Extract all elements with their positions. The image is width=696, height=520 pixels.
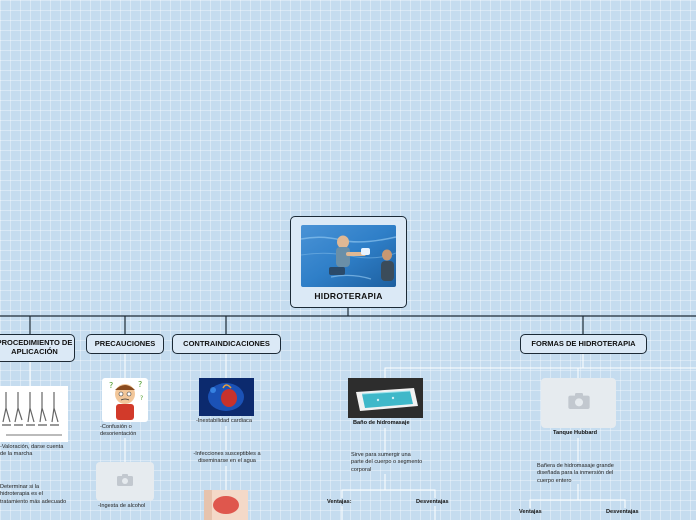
node-procedimiento-label: PROCEDIMIENTO DE APLICACIÓN	[0, 338, 73, 356]
precauciones-item-1: -Confusión o desorientación	[100, 424, 137, 438]
node-procedimiento[interactable]: PROCEDIMIENTO DE APLICACIÓN	[0, 334, 75, 362]
tanque-title: Tanque Hubbard	[553, 430, 598, 436]
tanque-desventajas: Desventajas	[606, 509, 639, 515]
svg-text:?: ?	[138, 380, 142, 389]
procedimiento-item-1: -Valoración, darse cuenta de la marcha	[0, 444, 64, 458]
tanque-ventajas: Ventajas	[519, 509, 542, 515]
node-precauciones-label: PRECAUCIONES	[94, 338, 156, 348]
bano-title: Baño de hidromasaje	[353, 420, 410, 426]
bano-desventajas: Desventajas	[416, 499, 449, 505]
gait-phases-illustration	[0, 386, 68, 442]
line-formas-bano	[384, 354, 584, 378]
image-placeholder-tanque	[541, 378, 616, 428]
confused-person-cartoon: ? ? ?	[102, 378, 148, 422]
hydrotherapy-photo	[301, 225, 396, 287]
node-precauciones[interactable]: PRECAUCIONES	[86, 334, 164, 354]
heart-anatomy-image	[199, 378, 254, 416]
abdomen-pain-image	[204, 490, 248, 520]
root-title: HIDROTERAPIA	[314, 291, 383, 301]
contraindicaciones-item-1: -Inestabilidad cardiaca	[196, 418, 252, 424]
svg-text:?: ?	[140, 395, 143, 402]
svg-text:?: ?	[109, 381, 113, 390]
node-contraindicaciones[interactable]: CONTRAINDICACIONES	[172, 334, 281, 354]
precauciones-item-2: -Ingesta de alcohol	[98, 503, 146, 509]
camera-icon	[567, 392, 590, 414]
contraindicaciones-item-2: -Infecciones susceptibles a diseminarse …	[193, 451, 261, 465]
bano-desc: Sirve para sumergir una parte del cuerpo…	[351, 452, 423, 473]
procedimiento-item-2: Determinar si la hidroterapia es el trat…	[0, 484, 67, 505]
camera-icon	[117, 473, 133, 491]
bano-ventajas: Ventajas:	[327, 499, 352, 505]
root-node[interactable]: HIDROTERAPIA	[290, 216, 407, 308]
hydromassage-bath-image	[348, 378, 423, 418]
node-formas-label: FORMAS DE HIDROTERAPIA	[531, 338, 636, 348]
tanque-desc: Bañera de hidromasaje grande diseñada pa…	[537, 463, 614, 484]
image-placeholder	[96, 462, 154, 501]
node-contraindicaciones-label: CONTRAINDICACIONES	[183, 338, 270, 348]
node-formas[interactable]: FORMAS DE HIDROTERAPIA	[520, 334, 647, 354]
